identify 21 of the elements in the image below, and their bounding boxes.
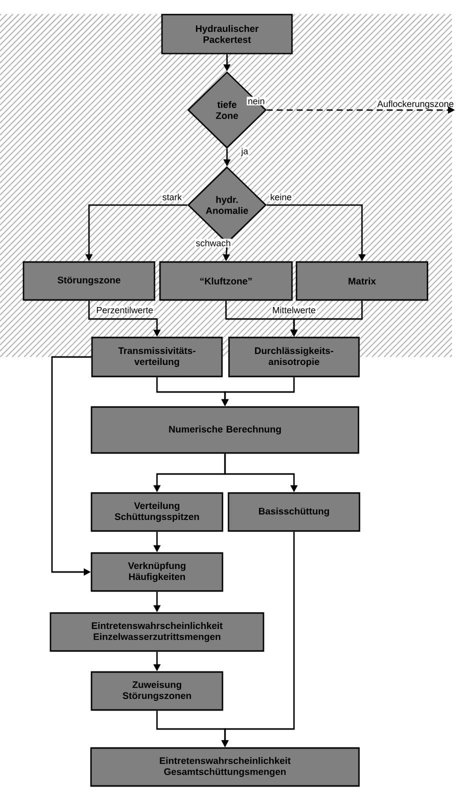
process-box: Transmissivitäts- verteilung: [91, 336, 223, 378]
edge-label: nein: [246, 96, 266, 106]
process-box: Eintretenswahrscheinlichkeit Einzelwasserzutrittsmengen: [50, 612, 264, 652]
edge-label: stark: [161, 192, 183, 202]
edge-label: keine: [269, 192, 293, 202]
process-box: Störungszone: [22, 261, 156, 301]
process-box: Numerische Berechnung: [90, 406, 360, 454]
edge-label: Perzentilwerte: [95, 306, 154, 314]
edge-label: Mittelwerte: [271, 306, 317, 314]
process-box: Eintretenswahrscheinlichkeit Gesamtschüttungsmengen: [90, 747, 360, 787]
process-box: “Kluftzone”: [159, 261, 293, 301]
process-box: Verknüpfung Häufigkeiten: [90, 552, 224, 592]
process-box: Zuweisung Störungszonen: [90, 671, 224, 711]
process-box: Verteilung Schüttungsspitzen: [90, 492, 224, 532]
process-box: Hydraulischer Packertest: [161, 14, 293, 54]
process-box: Matrix: [296, 261, 428, 301]
edge-label: ja: [240, 146, 250, 158]
process-box: Durchlässigkeits- anisotropie: [228, 336, 360, 378]
destination-label: Auflockerungszone: [376, 99, 455, 110]
edge-label: schwach: [194, 238, 232, 248]
process-box: Basisschüttung: [228, 492, 360, 532]
